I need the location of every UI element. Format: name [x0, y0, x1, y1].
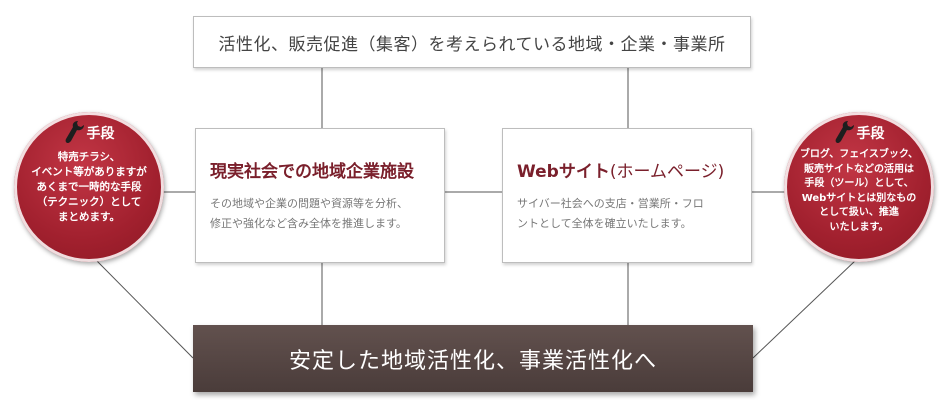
real-world-box: 現実社会での地域企業施設 その地域や企業の問題や資源等を分析、 修正や強化など含…	[195, 128, 445, 263]
means-heading-text: 手段	[856, 126, 885, 142]
website-title-strong: Webサイト	[517, 162, 610, 182]
website-title-thin: (ホームページ)	[609, 162, 725, 182]
website-desc-line: サイバー社会への支店・営業所・フロ	[517, 197, 704, 210]
means-line: いたします。	[829, 221, 889, 233]
target-audience-box: 活性化、販売促進（集客）を考えられている地域・企業・事業所	[193, 16, 751, 68]
website-desc-line: ントとして全体を確立いたします。	[517, 217, 692, 230]
website-title: Webサイト(ホームページ)	[517, 157, 741, 182]
target-audience-text: 活性化、販売促進（集客）を考えられている地域・企業・事業所	[218, 34, 726, 55]
means-line: として扱い、推進	[819, 207, 899, 218]
connector-circle-right-bar	[752, 259, 857, 359]
website-description: サイバー社会への支店・営業所・フロ ントとして全体を確立いたします。	[517, 194, 741, 234]
means-line: ブログ、フェイスブック、	[799, 149, 919, 160]
wrench-icon	[835, 121, 854, 143]
means-line: 手段（ツール）として、	[804, 178, 914, 189]
real-world-desc-line: 修正や強化など含み全体を推進します。	[210, 217, 407, 230]
goal-text: 安定した地域活性化、事業活性化へ	[288, 348, 657, 374]
connector-circle-left-bar	[95, 259, 194, 359]
means-line: 特売チラシ、	[57, 151, 121, 163]
real-world-description: その地域や企業の問題や資源等を分析、 修正や強化など含み全体を推進します。	[210, 194, 434, 234]
means-body-right: ブログ、フェイスブック、 販売サイトなどの活用は 手段（ツール）として、 Web…	[784, 146, 934, 235]
real-world-desc-line: その地域や企業の問題や資源等を分析、	[210, 197, 408, 210]
means-body-left: 特売チラシ、 イベント等がありますが あくまで一時的な手段 （テクニック）として…	[14, 146, 164, 225]
website-box: Webサイト(ホームページ) サイバー社会への支店・営業所・フロ ントとして全体…	[502, 128, 752, 263]
means-line: まとめます。	[58, 211, 120, 223]
means-line: （テクニック）として	[36, 196, 142, 208]
means-circle-right: 手段 ブログ、フェイスブック、 販売サイトなどの活用は 手段（ツール）として、 …	[784, 112, 934, 262]
means-line: イベント等がありますが	[31, 166, 147, 178]
wrench-icon	[65, 121, 84, 143]
means-heading-right: 手段	[784, 120, 934, 146]
means-line: Webサイトとは別なもの	[801, 192, 917, 204]
means-line: 販売サイトなどの活用は	[804, 163, 914, 175]
real-world-title: 現実社会での地域企業施設	[210, 162, 414, 182]
means-circle-left: 手段 特売チラシ、 イベント等がありますが あくまで一時的な手段 （テクニック）…	[14, 112, 164, 262]
goal-bar: 安定した地域活性化、事業活性化へ	[193, 325, 753, 392]
means-line: あくまで一時的な手段	[36, 181, 142, 193]
means-heading-text: 手段	[86, 126, 115, 142]
means-heading-left: 手段	[14, 120, 164, 146]
